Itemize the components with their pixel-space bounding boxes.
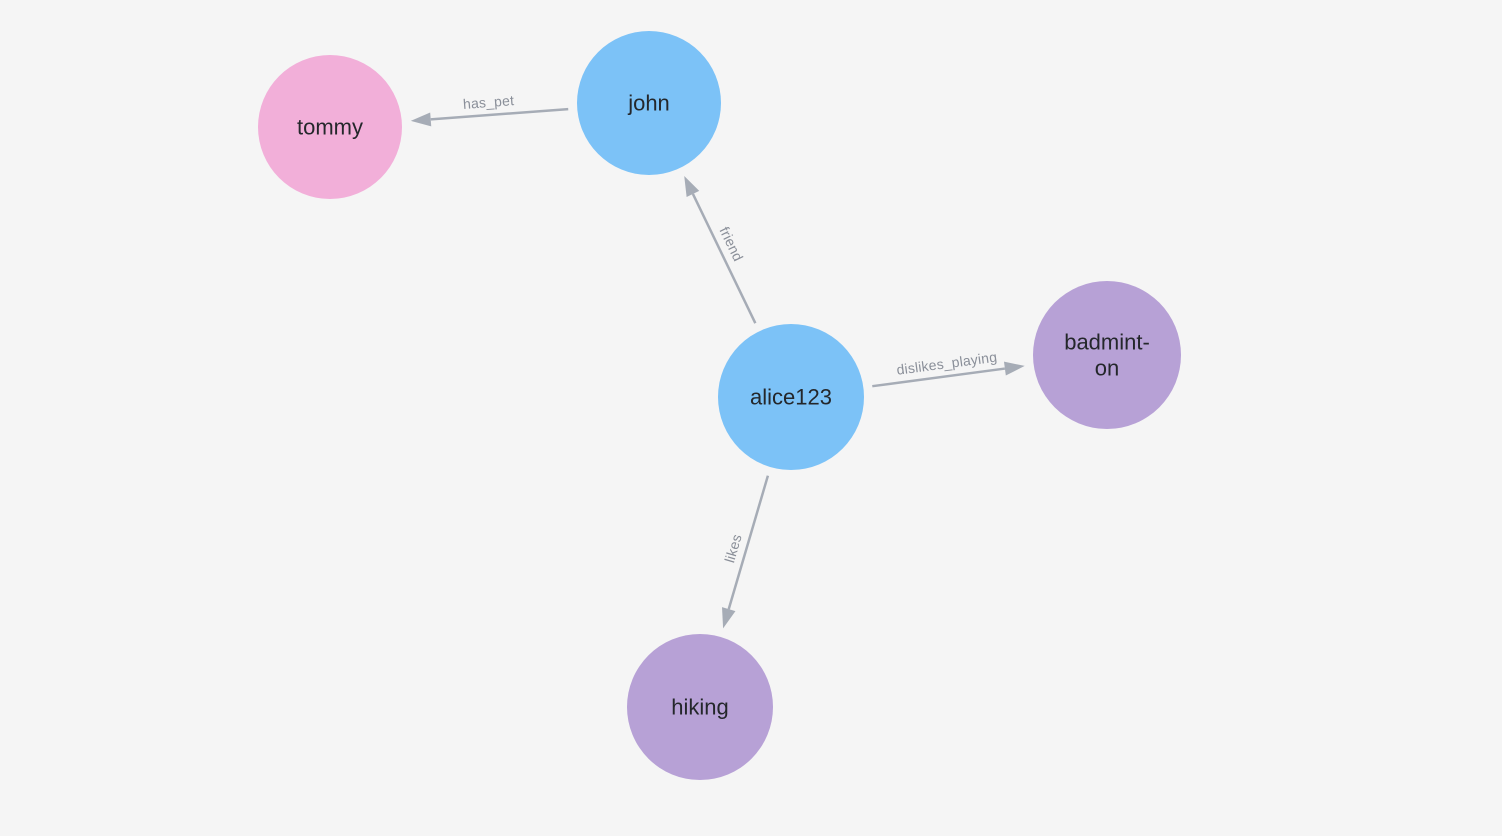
edge-label[interactable]: has_pet bbox=[462, 92, 514, 112]
graph-node-john[interactable]: john bbox=[577, 31, 721, 175]
edge-label[interactable]: likes bbox=[721, 532, 745, 564]
edge-arrowhead-icon bbox=[410, 112, 432, 127]
graph-node-badminton[interactable]: badmint-on bbox=[1033, 281, 1181, 429]
edge-label[interactable]: friend bbox=[716, 224, 746, 264]
graph-edge-likes[interactable]: likes bbox=[721, 475, 770, 629]
node-circle[interactable] bbox=[577, 31, 721, 175]
graph-node-tommy[interactable]: tommy bbox=[258, 55, 402, 199]
edge-label[interactable]: dislikes_playing bbox=[896, 349, 998, 378]
edge-line[interactable] bbox=[872, 367, 1006, 388]
edge-line[interactable] bbox=[727, 475, 770, 610]
node-label: badmint-on bbox=[1064, 330, 1150, 381]
node-circle[interactable] bbox=[1033, 281, 1181, 429]
node-circle[interactable] bbox=[718, 324, 864, 470]
edge-line[interactable] bbox=[430, 107, 569, 121]
graph-node-hiking[interactable]: hiking bbox=[627, 634, 773, 780]
graph-node-alice123[interactable]: alice123 bbox=[718, 324, 864, 470]
graph-edge-has_pet[interactable]: has_pet bbox=[410, 92, 569, 127]
node-label: john bbox=[627, 91, 670, 116]
edge-arrowhead-icon bbox=[722, 607, 736, 629]
edge-arrowhead-icon bbox=[684, 175, 700, 197]
node-label: alice123 bbox=[750, 385, 832, 410]
node-circle[interactable] bbox=[627, 634, 773, 780]
edge-line[interactable] bbox=[691, 193, 757, 324]
node-label: tommy bbox=[297, 115, 363, 140]
edge-arrowhead-icon bbox=[1003, 361, 1025, 376]
graph-edge-dislikes_playing[interactable]: dislikes_playing bbox=[872, 349, 1025, 388]
node-circle[interactable] bbox=[258, 55, 402, 199]
node-label: hiking bbox=[671, 695, 728, 720]
graph-edge-friend[interactable]: friend bbox=[684, 175, 757, 324]
